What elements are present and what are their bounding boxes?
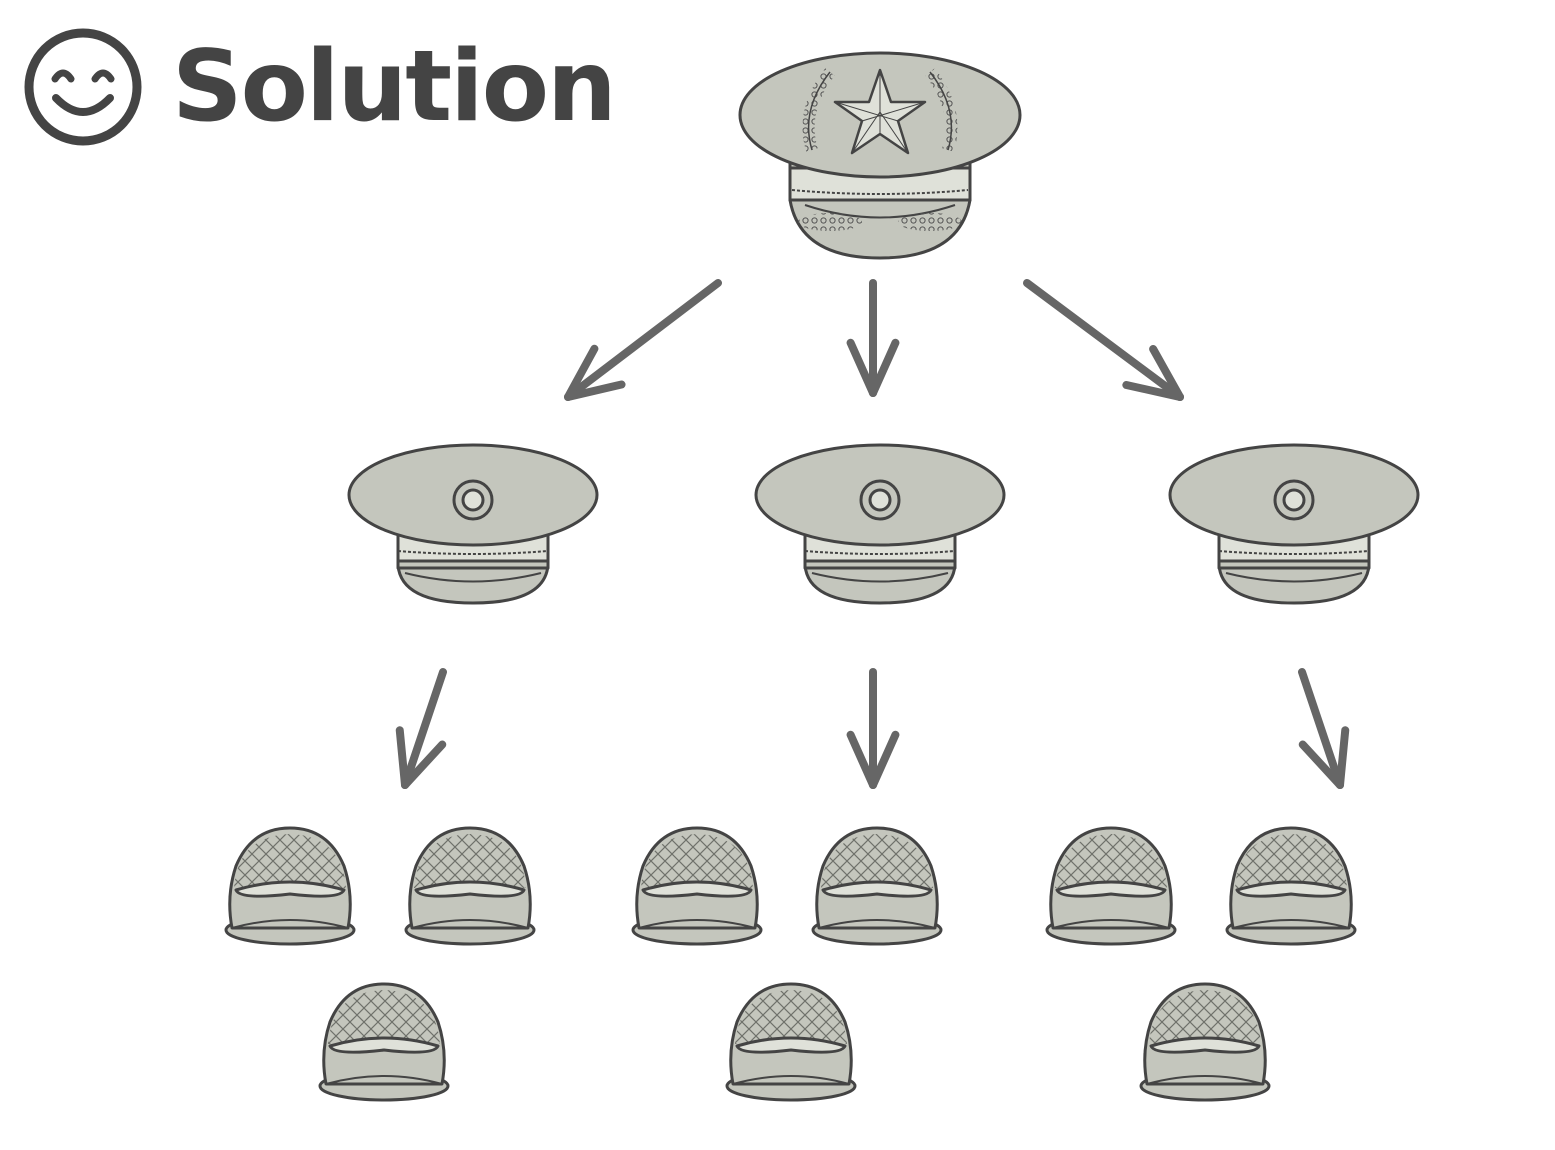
arrow-icon <box>564 279 722 401</box>
soldier-helmet-icon <box>224 826 356 946</box>
heading: Solution <box>22 22 617 152</box>
soldier-helmet-icon <box>811 826 943 946</box>
arrow-icon <box>846 668 900 789</box>
commander-cap-icon <box>738 51 1022 260</box>
arrow-icon <box>1298 668 1350 789</box>
soldier-helmet-icon <box>1139 982 1271 1102</box>
page-title: Solution <box>172 30 617 144</box>
smiley-face-icon <box>24 28 142 146</box>
soldier-helmet-icon <box>318 982 450 1102</box>
officer-cap-icon <box>754 443 1006 605</box>
arrow-icon <box>846 279 900 397</box>
arrow-icon <box>1023 279 1184 401</box>
soldier-helmet-icon <box>1045 826 1177 946</box>
soldier-helmet-icon <box>1225 826 1357 946</box>
officer-cap-icon <box>347 443 599 605</box>
soldier-helmet-icon <box>725 982 857 1102</box>
soldier-helmet-icon <box>631 826 763 946</box>
soldier-helmet-icon <box>404 826 536 946</box>
arrow-icon <box>395 668 447 789</box>
officer-cap-icon <box>1168 443 1420 605</box>
